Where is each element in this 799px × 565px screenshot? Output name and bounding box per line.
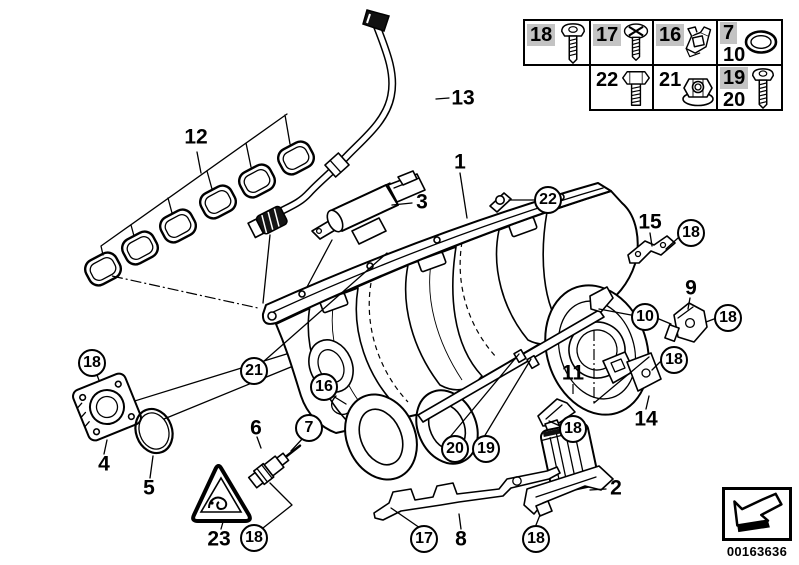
legend-cell-7-10[interactable]: 7 10 — [716, 19, 783, 66]
gasket-set — [83, 113, 316, 287]
direction-arrow-box — [722, 487, 792, 541]
callout-circled-18-a[interactable]: 18 — [677, 219, 705, 247]
gasket-position-line — [111, 275, 259, 309]
callout-14[interactable]: 14 — [634, 407, 658, 431]
legend-number-7[interactable]: 7 — [720, 22, 738, 44]
hazard-glyph — [208, 496, 228, 511]
torx-screw-icon — [749, 67, 777, 115]
hose-elbow-fitting — [247, 205, 288, 239]
gasket-comb-leader — [100, 113, 291, 256]
legend-number-19[interactable]: 19 — [720, 67, 749, 89]
warning-triangle — [191, 464, 252, 523]
callout-circled-21[interactable]: 21 — [240, 357, 268, 385]
callout-12[interactable]: 12 — [184, 125, 208, 149]
flange-nut-icon — [681, 74, 715, 113]
legend-cell-21[interactable]: 21 — [652, 64, 718, 111]
callout-circled-17[interactable]: 17 — [410, 525, 438, 553]
sensor-6 — [247, 444, 302, 489]
legend-cell-17[interactable]: 17 — [589, 19, 654, 66]
leader-lines-top — [262, 97, 535, 304]
position-lines — [572, 330, 595, 403]
callout-circled-18-d[interactable]: 18 — [559, 415, 587, 443]
callout-5[interactable]: 5 — [143, 476, 155, 500]
hose-connector — [324, 152, 350, 178]
hex-bolt-icon — [621, 67, 651, 115]
callout-9[interactable]: 9 — [685, 276, 697, 300]
legend-number-22[interactable]: 22 — [596, 69, 619, 91]
legend-cell-22[interactable]: 22 — [589, 64, 654, 111]
runner-bell — [344, 393, 418, 481]
callout-8[interactable]: 8 — [455, 527, 467, 551]
callout-11[interactable]: 11 — [561, 361, 585, 385]
callout-circled-18-g[interactable]: 18 — [240, 524, 268, 552]
callout-circled-18-c[interactable]: 18 — [660, 346, 688, 374]
callout-23[interactable]: 23 — [207, 527, 231, 551]
legend-cell-18[interactable]: 18 — [523, 19, 591, 66]
direction-arrow-icon — [733, 492, 783, 533]
legend-number-10[interactable]: 10 — [723, 44, 746, 66]
cable-clip-icon — [679, 25, 715, 70]
o-ring-icon — [742, 27, 780, 62]
leader-lines-right — [548, 232, 715, 427]
callout-15[interactable]: 15 — [638, 210, 662, 234]
callout-4[interactable]: 4 — [98, 452, 110, 476]
legend-number-18[interactable]: 18 — [527, 24, 556, 46]
intake-manifold-body — [261, 182, 650, 481]
legend-cell-16[interactable]: 16 — [652, 19, 718, 66]
image-number: 00163636 — [726, 544, 788, 559]
valve-unit — [311, 170, 426, 245]
legend-number-17[interactable]: 17 — [593, 24, 622, 46]
vent-hose — [247, 9, 397, 239]
callout-13[interactable]: 13 — [451, 86, 475, 110]
callout-circled-22[interactable]: 22 — [534, 186, 562, 214]
legend-number-20[interactable]: 20 — [723, 89, 746, 111]
callout-circled-7[interactable]: 7 — [295, 414, 323, 442]
callout-1[interactable]: 1 — [454, 150, 466, 174]
callout-circled-10[interactable]: 10 — [631, 303, 659, 331]
sensor-9 — [664, 302, 708, 343]
callout-6[interactable]: 6 — [250, 416, 262, 440]
callout-circled-18-f[interactable]: 18 — [522, 525, 550, 553]
legend-number-21[interactable]: 21 — [659, 69, 682, 91]
throttle-flange — [544, 284, 650, 416]
callout-circled-18-e[interactable]: 18 — [78, 349, 106, 377]
o-ring-5 — [134, 407, 174, 455]
callout-circled-18-b[interactable]: 18 — [714, 304, 742, 332]
callout-circled-16[interactable]: 16 — [310, 373, 338, 401]
callout-circled-20[interactable]: 20 — [441, 435, 469, 463]
callout-circled-19[interactable]: 19 — [472, 435, 500, 463]
legend-cell-19-20[interactable]: 19 20 — [716, 64, 783, 111]
leader-lines-center — [220, 252, 607, 530]
legend-number-16[interactable]: 16 — [656, 24, 685, 46]
blankoff-flange — [72, 372, 142, 442]
bracket-15 — [627, 235, 676, 264]
bracket-8 — [373, 466, 561, 521]
callout-2[interactable]: 2 — [610, 476, 622, 500]
phillips-screw-icon — [621, 22, 651, 70]
callout-3[interactable]: 3 — [416, 190, 428, 214]
pan-head-screw-icon — [558, 22, 588, 70]
